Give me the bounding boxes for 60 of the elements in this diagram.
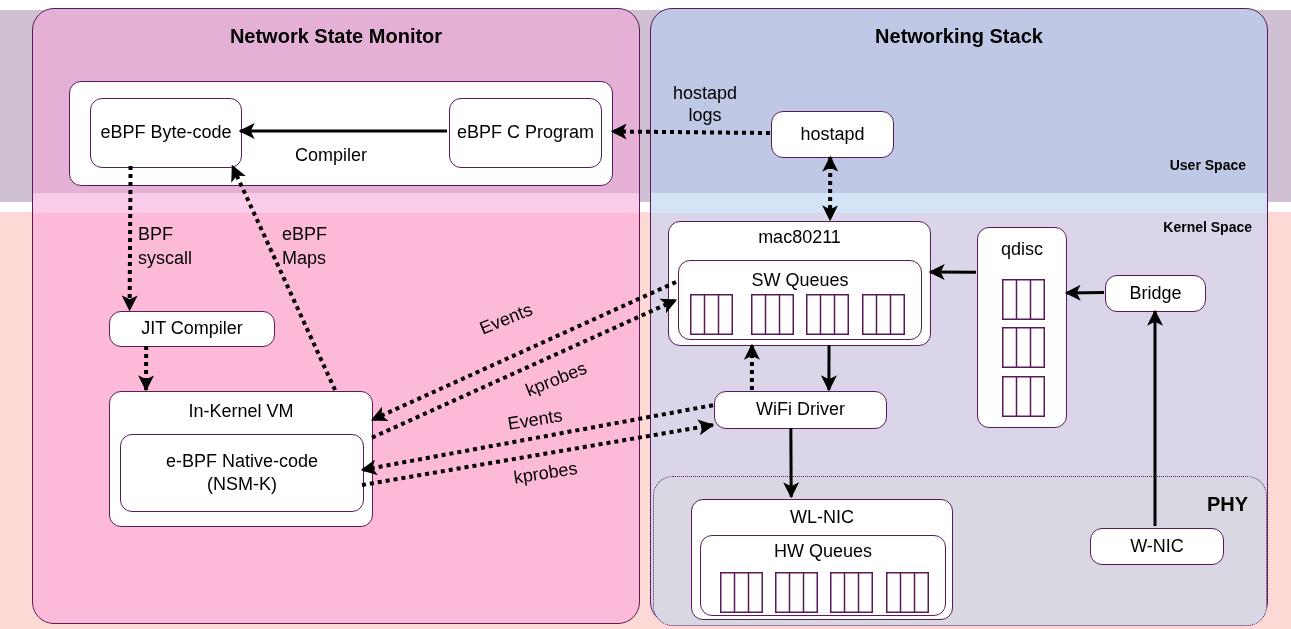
edge-label: kprobes: [512, 456, 580, 490]
dotted-arrow: [610, 123, 771, 140]
panel-title: PHY: [1206, 492, 1248, 517]
edge-label: Events: [476, 298, 537, 341]
panel-title: Networking Stack: [875, 24, 1043, 49]
stack-panel: [650, 8, 1268, 624]
arrow: [238, 123, 447, 139]
node-label: HW Queues: [773, 540, 872, 563]
process-box: [1105, 275, 1206, 312]
arrow: [1147, 309, 1163, 526]
node-label: mac80211: [758, 226, 841, 249]
process-box: [449, 98, 602, 168]
node-label: WiFi Driver: [756, 398, 845, 422]
process-box: [714, 391, 887, 429]
arrow: [783, 428, 800, 499]
dotted-arrow: [360, 403, 714, 476]
node-label: eBPF C Program: [456, 121, 594, 145]
dotted-arrow: [361, 419, 715, 487]
monitor-panel: [32, 8, 640, 624]
dotted-arrow: [370, 280, 677, 422]
panel-title: Network State Monitor: [229, 24, 443, 49]
vm-box: [109, 391, 373, 527]
arrow: [820, 345, 837, 392]
dotted-arrow: [371, 298, 678, 440]
qdisc-box: [977, 227, 1067, 428]
edge-label: eBPF Maps: [282, 223, 329, 271]
dotted-arrow: [743, 343, 760, 390]
process-box: [771, 111, 894, 158]
region-label: Kernel Space: [1163, 219, 1252, 235]
dotted-arrow: [138, 346, 155, 392]
node-label: hostapd: [800, 122, 865, 146]
arrow: [928, 264, 976, 281]
queue-box: [678, 260, 922, 340]
node-label: In-Kernel VM: [188, 400, 294, 423]
process-box: [90, 98, 242, 168]
process-box: [120, 434, 364, 512]
node-label: e-BPF Native-code (NSM-K): [164, 449, 320, 496]
edge-label: hostapd logs: [671, 83, 739, 127]
node-label: qdisc: [1001, 238, 1043, 261]
queue-box: [700, 535, 946, 616]
node-label: Bridge: [1129, 281, 1182, 305]
edge-label: BPF syscall: [138, 223, 193, 271]
phy-band: [653, 476, 1267, 626]
dotted-arrow: [230, 164, 337, 391]
dotted-arrow: [121, 166, 138, 312]
node-label: WL-NIC: [790, 506, 854, 529]
node-label: JIT Compiler: [141, 317, 243, 341]
node-label: SW Queues: [751, 269, 849, 292]
region-label: User Space: [1169, 157, 1246, 173]
dotted-arrow: [822, 155, 839, 222]
edge-label: Events: [506, 404, 565, 436]
arrow: [1064, 284, 1104, 301]
nic-box: [691, 499, 953, 620]
node-label: W-NIC: [1130, 534, 1184, 558]
process-box: [109, 311, 275, 347]
process-box: [1090, 528, 1224, 565]
compile-group-box: [69, 81, 613, 186]
module-box: [668, 221, 931, 346]
edge-label: Compiler: [295, 144, 368, 167]
node-label: eBPF Byte-code: [100, 121, 232, 145]
